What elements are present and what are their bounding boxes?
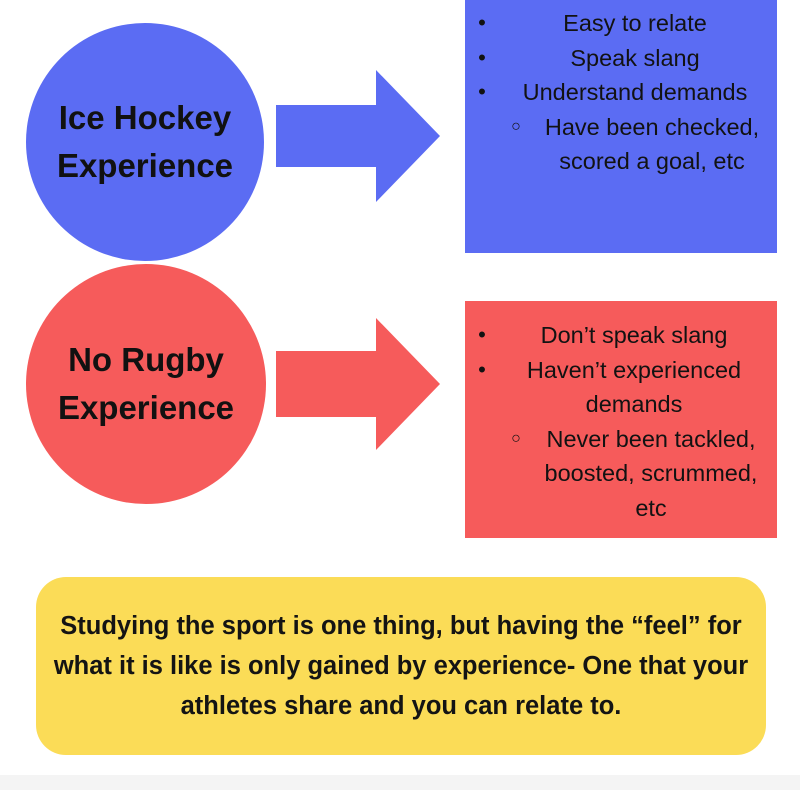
sub-list-item-text: Have been checked, scored a goal, etc: [544, 113, 760, 175]
no-rugby-points-box: • Don’t speak slang • Haven’t experience…: [465, 301, 777, 538]
bullet-icon: •: [478, 356, 486, 382]
ice-hockey-circle: Ice Hockey Experience: [26, 23, 264, 261]
list-item-text: Understand demands: [522, 79, 748, 105]
bullet-icon: •: [478, 322, 486, 347]
list-item-text: Don’t speak slang: [540, 322, 728, 348]
bullet-icon: •: [478, 10, 486, 35]
sub-list-item: ○ Have been checked, scored a goal, etc: [465, 110, 777, 179]
hollow-bullet-icon: ○: [511, 117, 521, 135]
ice-hockey-circle-label: Ice Hockey Experience: [56, 99, 234, 184]
bullet-icon: •: [478, 79, 486, 104]
list-item: • Haven’t experienced demands: [465, 353, 777, 422]
list-item-text: Speak slang: [570, 44, 700, 71]
list-item: • Don’t speak slang: [465, 318, 777, 353]
no-rugby-circle-label: No Rugby Experience: [57, 341, 235, 426]
no-rugby-points-list: • Don’t speak slang • Haven’t experience…: [465, 301, 777, 525]
ice-hockey-points-list: • Easy to relate • Speak slang • Underst…: [465, 0, 777, 179]
ice-hockey-points-box: • Easy to relate • Speak slang • Underst…: [465, 0, 777, 253]
list-item-text: Easy to relate: [563, 10, 707, 36]
no-rugby-circle: No Rugby Experience: [26, 264, 266, 504]
bullet-icon: •: [478, 44, 486, 70]
bottom-divider: [0, 775, 800, 790]
sub-list-item-text: Never been tackled, boosted, scrummed, e…: [544, 425, 758, 521]
list-item: • Easy to relate: [465, 6, 777, 41]
summary-banner: Studying the sport is one thing, but hav…: [36, 577, 766, 755]
sub-list-item: ○ Never been tackled, boosted, scrummed,…: [465, 422, 777, 526]
list-item: • Understand demands: [465, 75, 777, 110]
summary-banner-text: Studying the sport is one thing, but hav…: [53, 612, 749, 720]
right-arrow-icon: [276, 318, 440, 450]
hollow-bullet-icon: ○: [511, 429, 521, 447]
right-arrow-icon: [276, 70, 440, 202]
list-item-text: Haven’t experienced demands: [526, 356, 742, 418]
list-item: • Speak slang: [465, 41, 777, 76]
